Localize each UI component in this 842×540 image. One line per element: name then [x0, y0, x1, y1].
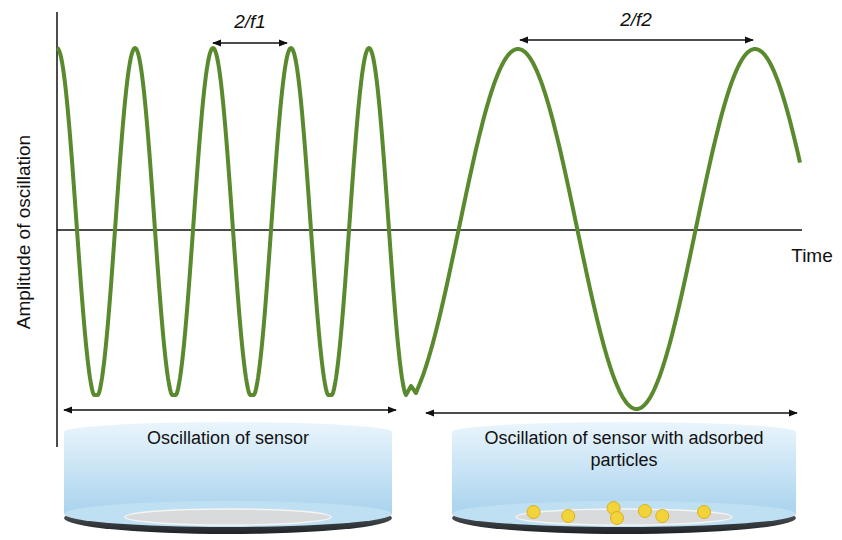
span-arrow — [64, 409, 396, 410]
waveform — [57, 48, 800, 409]
span-arrow — [426, 412, 797, 413]
period-arrow — [213, 42, 287, 43]
period-label: 2/f1 — [234, 11, 266, 33]
sensor-caption: Oscillation of sensor with adsorbed part… — [479, 428, 769, 471]
sensor-disc: Oscillation of sensor with adsorbed part… — [450, 420, 798, 536]
sensor-caption: Oscillation of sensor — [78, 428, 378, 450]
x-axis — [57, 229, 802, 231]
period-label: 2/f2 — [620, 9, 652, 31]
axis-label: Amplitude of oscillation — [13, 135, 35, 329]
sensor-disc: Oscillation of sensor — [62, 420, 394, 536]
axis-label: Time — [791, 245, 833, 267]
period-arrow — [520, 39, 753, 40]
